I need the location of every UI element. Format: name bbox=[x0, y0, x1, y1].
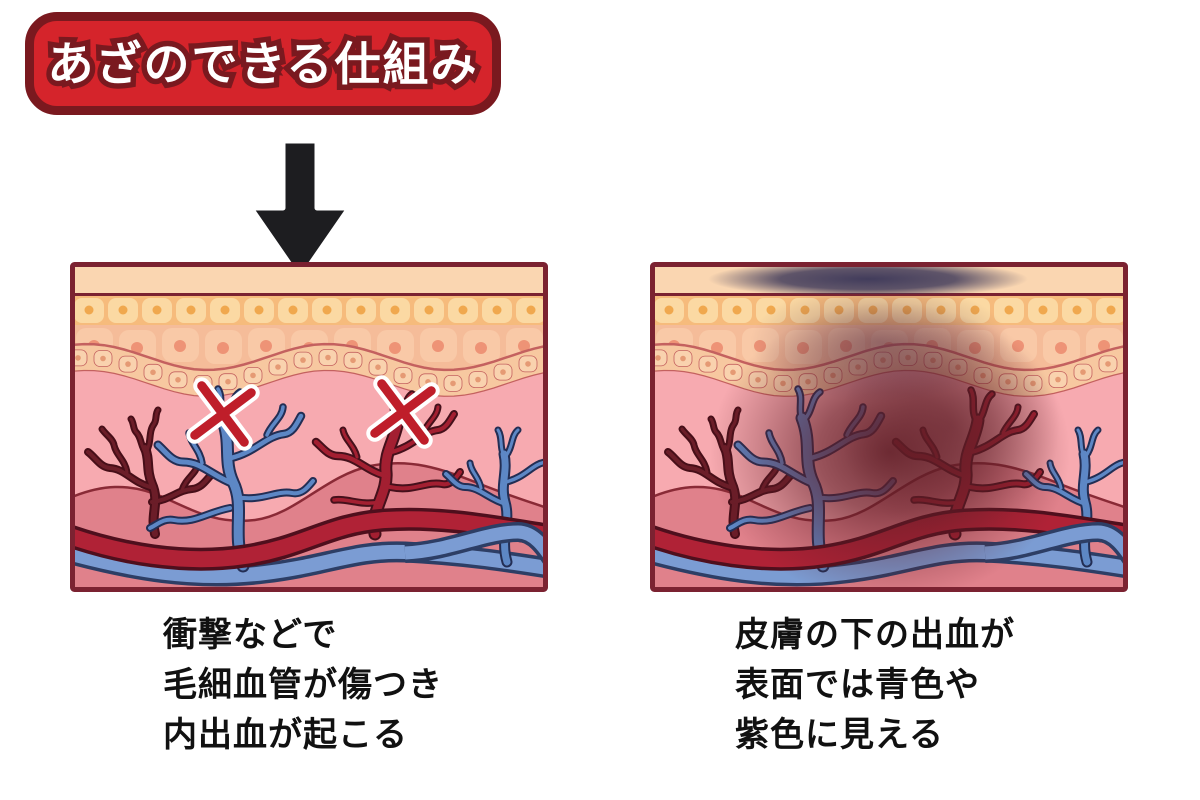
artery bbox=[74, 507, 544, 571]
panel-border bbox=[650, 262, 1128, 592]
vein-crossover bbox=[404, 521, 544, 566]
capillary-tree-maroon bbox=[84, 406, 216, 539]
caption-before: 衝撃などで 毛細血管が傷つき 内出血が起こる bbox=[163, 616, 443, 754]
panel-border bbox=[70, 262, 548, 592]
skin-surface-layer bbox=[74, 266, 544, 294]
skin-layers-illustration bbox=[70, 262, 548, 592]
vein bbox=[74, 541, 544, 587]
internal-bleeding-shadow bbox=[710, 282, 1070, 588]
impact-arrow-icon bbox=[248, 138, 352, 282]
caption-after: 皮膚の下の出血が 表面では青色や 紫色に見える bbox=[735, 616, 1015, 754]
title-text-outline: あざのできる仕組み bbox=[42, 35, 482, 92]
capillary-tree-blue-small bbox=[442, 426, 544, 568]
page-title: あざのできる仕組み bbox=[47, 37, 479, 90]
title-badge: あざのできる仕組み あざのできる仕組み bbox=[25, 12, 501, 115]
damaged-capillary-x-mark bbox=[366, 375, 440, 449]
skin-cross-section-after bbox=[650, 262, 1128, 592]
damaged-capillary-x-mark bbox=[186, 377, 260, 451]
skin-cross-section-before bbox=[70, 262, 548, 592]
surface-bruise bbox=[708, 266, 1028, 294]
skin-layers-illustration bbox=[650, 262, 1128, 592]
